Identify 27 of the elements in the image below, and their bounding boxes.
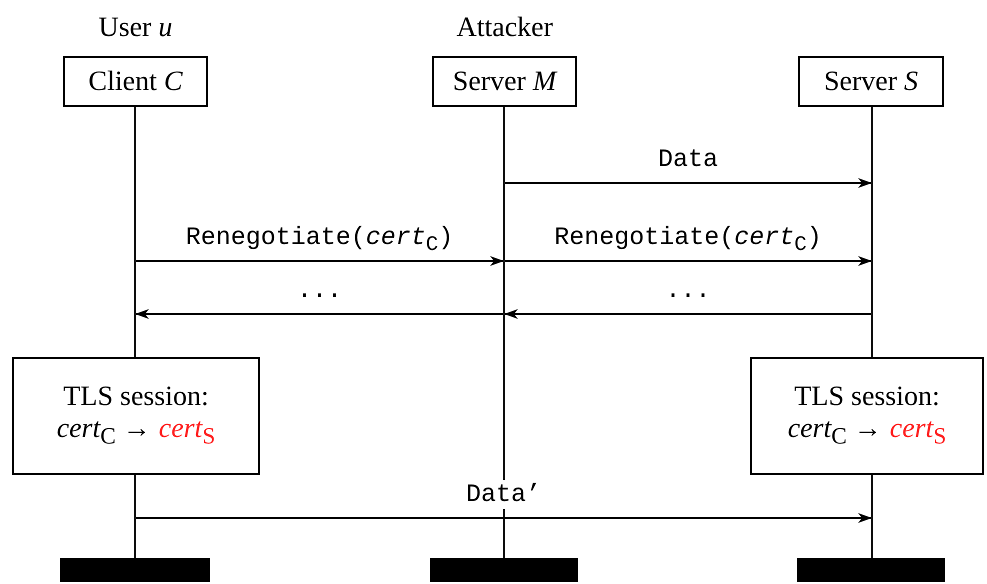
message-arrow (504, 309, 871, 319)
participant-box: Server M (432, 56, 577, 107)
session-text: cert$_{S}$ (158, 413, 216, 451)
lifeline (871, 475, 873, 558)
session-text: cert$_{C}$ → (56, 413, 151, 451)
participant-box: Client C (63, 56, 208, 107)
lifeline (871, 107, 873, 357)
session-title: TLS session: (63, 381, 209, 414)
message-arrow (505, 178, 872, 188)
lifeline-end-bar (797, 558, 945, 582)
session-text: cert$_{C}$ → (788, 413, 882, 451)
session-box (750, 357, 984, 475)
lifeline-end-bar (60, 558, 210, 582)
message-arrow (136, 256, 504, 266)
message-arrow (135, 309, 503, 319)
lifeline (134, 107, 136, 357)
session-title: TLS session: (794, 381, 940, 414)
role-label: User u (98, 12, 172, 44)
lifeline (503, 107, 505, 558)
session-text: cert$_{S}$ (890, 413, 946, 451)
lifeline-end-bar (430, 558, 578, 582)
participant-box: Server S (798, 56, 944, 107)
message-arrow (136, 513, 872, 523)
role-label: Attacker (456, 12, 553, 44)
session-box (12, 357, 260, 475)
lifeline (134, 475, 136, 558)
message-arrow (505, 256, 872, 266)
